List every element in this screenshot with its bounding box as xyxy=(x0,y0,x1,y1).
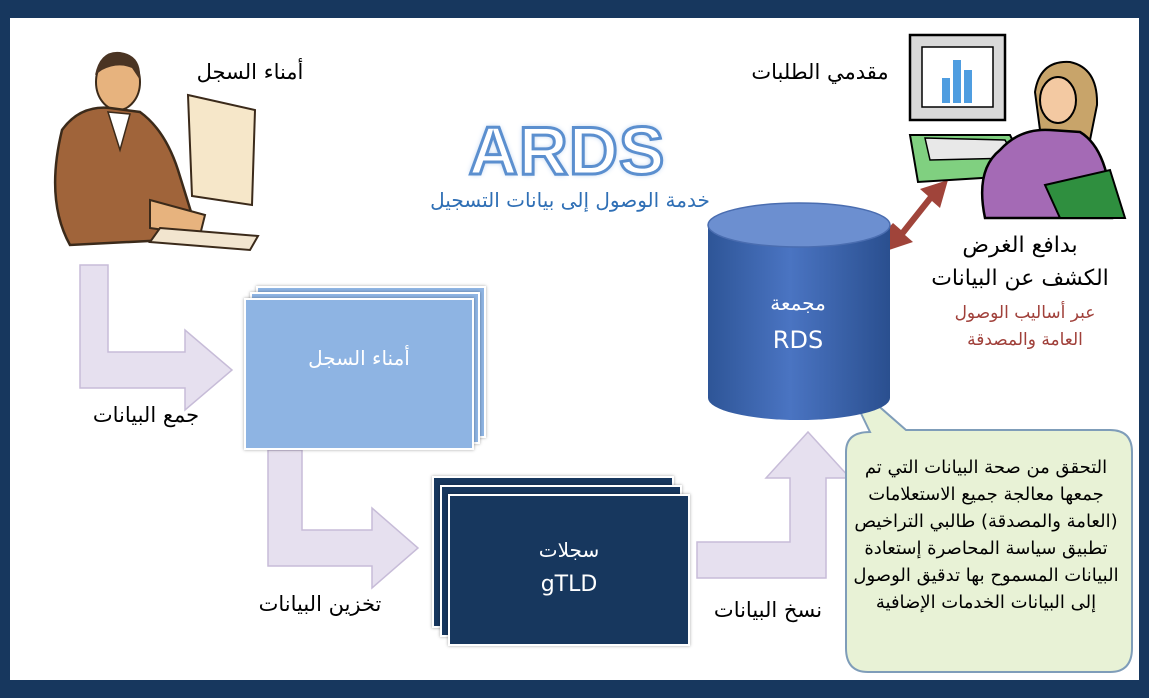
copy-data-label: نسخ البيانات xyxy=(713,598,823,622)
collect-data-label: جمع البيانات xyxy=(92,403,200,427)
gtld-box: سجلات gTLD xyxy=(448,494,690,646)
purpose-line2: الكشف عن البيانات xyxy=(931,266,1109,291)
registrars-box: أمناء السجل xyxy=(244,298,474,450)
collect-arrow xyxy=(79,264,234,412)
rds-database-cylinder xyxy=(707,202,891,420)
rds-label-line2: RDS xyxy=(772,326,824,354)
registrars-box-label: أمناء السجل xyxy=(308,346,410,370)
registrar-person-clipart xyxy=(53,51,260,252)
double-arrow-icon xyxy=(872,180,948,252)
gtld-box-label-line2: gTLD xyxy=(540,572,598,597)
access-methods-line2: العامة والمصدقة xyxy=(967,330,1083,350)
copy-arrow xyxy=(696,430,852,579)
access-methods-line1: عبر أساليب الوصول xyxy=(954,303,1096,323)
ards-logo: ARDS xyxy=(467,112,666,191)
purpose-line1: بدافع الغرض xyxy=(962,233,1078,258)
rds-label-line1: مجمعة xyxy=(770,291,826,315)
ards-subtitle: خدمة الوصول إلى بيانات التسجيل xyxy=(430,188,710,212)
registrars-heading: أمناء السجل xyxy=(196,60,304,84)
callout-services-text: التحقق من صحة البيانات التي تم جمعها معا… xyxy=(853,457,1119,613)
store-arrow xyxy=(267,449,420,590)
gtld-box-label-line1: سجلات xyxy=(538,538,600,562)
requestor-person-clipart xyxy=(908,33,1127,220)
requestors-heading: مقدمي الطلبات xyxy=(751,60,889,84)
store-data-label: تخزين البيانات xyxy=(258,592,382,616)
callout-bubble xyxy=(841,373,1133,673)
